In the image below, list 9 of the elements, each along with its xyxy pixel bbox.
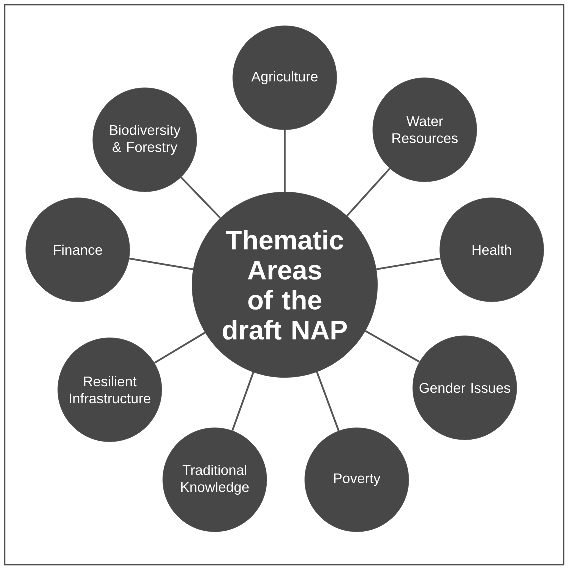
connector-line <box>129 258 194 270</box>
connector-line <box>232 372 254 432</box>
connector-line <box>316 372 340 432</box>
connector-line <box>180 176 222 219</box>
connector-line <box>284 130 286 192</box>
connector-line <box>376 258 441 270</box>
connector-line <box>154 332 206 364</box>
connector-line <box>346 168 391 217</box>
connector-line <box>365 330 420 363</box>
